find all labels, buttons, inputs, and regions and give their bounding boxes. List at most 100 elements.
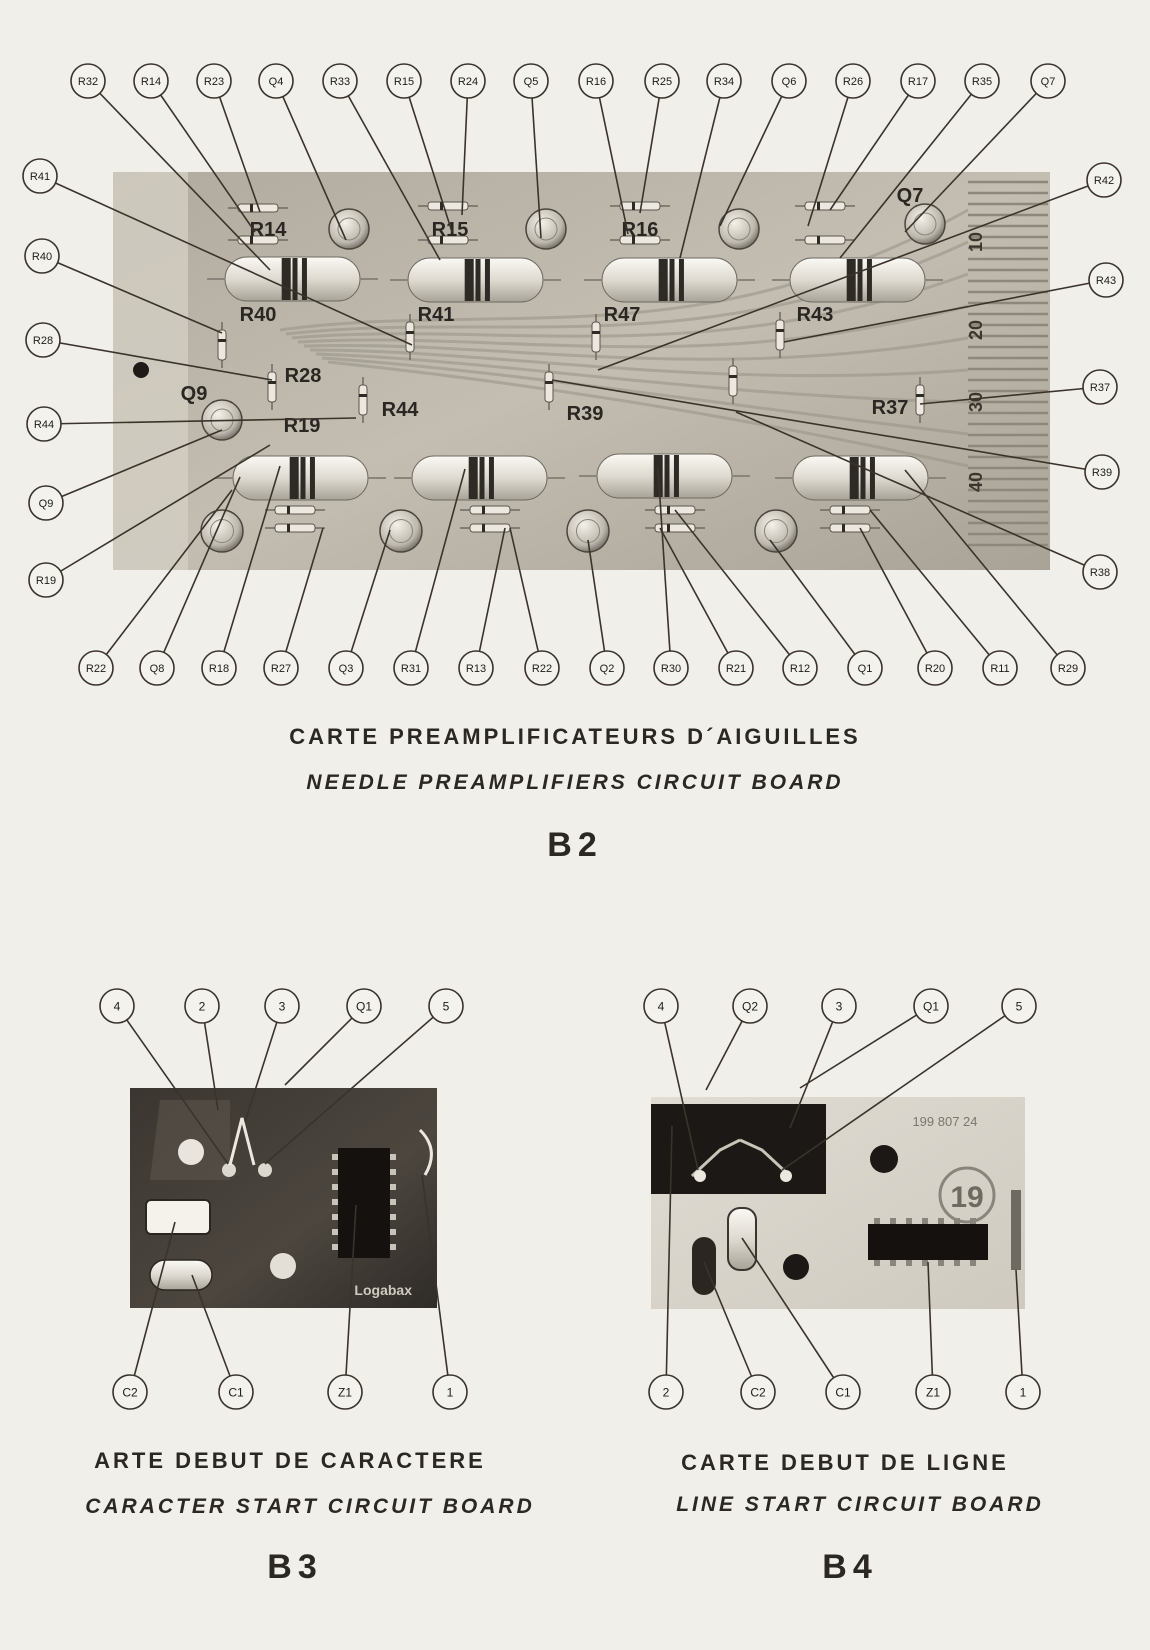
b3-board-id: B3 — [267, 1548, 323, 1586]
leader-line — [789, 1005, 840, 1129]
b3-top-callout-circle — [264, 988, 300, 1024]
b2-power-resistor-bottom — [394, 455, 565, 501]
b4-bottom-callout-circle — [648, 1374, 684, 1410]
b3-logo-text: Logabax — [354, 1282, 412, 1298]
leader-line — [87, 80, 271, 271]
b2-top-callout-label: R35 — [972, 76, 992, 88]
small-resistor — [915, 384, 925, 416]
color-band — [916, 394, 924, 397]
leader-line — [927, 1261, 934, 1393]
ic-pin — [390, 1184, 396, 1190]
color-band — [301, 258, 307, 300]
b2-silkscreen-label: R16 — [622, 219, 659, 241]
b2-top-callout-label: R23 — [204, 76, 224, 88]
b2-top-callout-circle — [450, 63, 486, 99]
b4-top-callout-circle — [732, 988, 768, 1024]
b2-board-id: B2 — [547, 826, 603, 864]
b2-top-callout-label: R33 — [330, 76, 350, 88]
ic-pin — [874, 1218, 880, 1224]
b2-left-callout-label: R44 — [34, 419, 54, 431]
b2-bottom-callout-label: R18 — [209, 663, 229, 675]
b2-edge-number: 40 — [966, 472, 986, 492]
leader-line — [597, 179, 1105, 371]
b2-top-callout-circle — [196, 63, 232, 99]
b2-top-callout-label: R15 — [394, 76, 414, 88]
b2-top-callout-circle — [386, 63, 422, 99]
b4-top-callout-label: 5 — [1016, 999, 1023, 1013]
transistor-can — [566, 509, 610, 553]
ic-pin — [954, 1260, 960, 1266]
color-band — [440, 236, 443, 244]
b4-top-callout-circle — [643, 988, 679, 1024]
color-band — [287, 506, 290, 514]
color-band — [359, 394, 367, 397]
b2-transistor-top — [904, 203, 946, 245]
b2-left-callout-label: R41 — [30, 171, 50, 183]
b2-bottom-callout-circle — [782, 650, 818, 686]
color-band — [440, 202, 443, 210]
transistor-can — [200, 509, 244, 553]
b3-led-pad — [258, 1163, 272, 1177]
b2-transistor-top — [328, 208, 370, 250]
leader-line — [679, 80, 725, 259]
b2-left-callout-label: Q9 — [39, 498, 54, 510]
ic-pin — [390, 1169, 396, 1175]
b4-bottom-callout-circle — [915, 1374, 951, 1410]
b2-title-french: CARTE PREAMPLIFICATEURS D´AIGUILLES — [289, 724, 861, 749]
color-band — [287, 524, 290, 532]
b2-top-callout-circle — [578, 63, 614, 99]
b2-top-callout-circle — [706, 63, 742, 99]
b2-trace — [321, 356, 969, 436]
transistor-can — [718, 208, 760, 250]
b3-bottom-callout-label: C2 — [122, 1385, 138, 1399]
b4-ic-z1 — [868, 1224, 988, 1260]
b2-top-callout-circle — [513, 63, 549, 99]
leader-line — [799, 1005, 932, 1089]
small-resistor — [775, 319, 785, 351]
b3-top-callout-label: Q1 — [356, 999, 372, 1013]
ic-pin — [890, 1218, 896, 1224]
b2-transistor-bottom — [566, 509, 610, 553]
small-resistor — [358, 384, 368, 416]
ic-pin — [390, 1244, 396, 1250]
color-band — [309, 457, 315, 499]
transistor-rim — [763, 518, 789, 544]
b2-silkscreen-label: Q7 — [897, 185, 924, 207]
color-band — [669, 259, 675, 301]
b4-board-id: B4 — [822, 1548, 878, 1586]
ic-pin — [332, 1199, 338, 1205]
leader-line — [735, 411, 1101, 573]
ic-pin — [954, 1218, 960, 1224]
b4-top-callout-label: Q1 — [923, 999, 939, 1013]
leader-line — [783, 279, 1107, 343]
b3-bottom-callout-label: 1 — [447, 1385, 454, 1399]
b2-bottom-callout-circle — [458, 650, 494, 686]
small-resistor — [274, 505, 316, 515]
b4-bottom-callout-label: C1 — [835, 1385, 851, 1399]
b2-trace — [309, 348, 969, 378]
b2-bottom-callout-label: R13 — [466, 663, 486, 675]
b2-bottom-callout-circle — [589, 650, 625, 686]
color-band — [475, 259, 481, 301]
b2-silkscreen-label: R43 — [797, 304, 834, 326]
b2-top-callout-label: R32 — [78, 76, 98, 88]
b2-bottom-callout-circle — [201, 650, 237, 686]
leader-line — [421, 1174, 451, 1393]
b2-right-callout-circle — [1084, 454, 1120, 490]
leader-line — [213, 80, 261, 213]
b2-power-resistor-bottom — [775, 455, 946, 501]
small-resistor — [654, 523, 696, 533]
ic-pin — [922, 1260, 928, 1266]
b2-bottom-callout-circle — [1050, 650, 1086, 686]
b2-right-callout-label: R37 — [1090, 382, 1110, 394]
b2-left-callout-label: R40 — [32, 251, 52, 263]
leader-line — [660, 1005, 699, 1171]
b2-left-callout-circle — [25, 322, 61, 358]
b2-bottom-callout-circle — [982, 650, 1018, 686]
leader-line — [919, 386, 1101, 405]
b3-mounting-hole — [178, 1139, 204, 1165]
b4-bottom-callout-label: 1 — [1020, 1385, 1027, 1399]
leader-line — [807, 80, 854, 227]
b2-transistor-bottom — [200, 509, 244, 553]
